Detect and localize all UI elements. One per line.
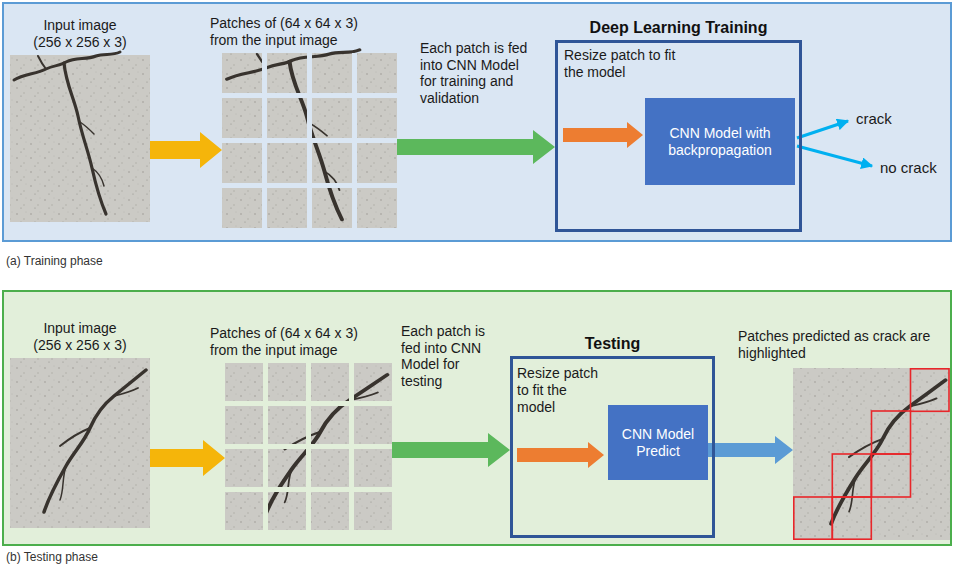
block-arrow xyxy=(150,132,222,168)
class-label: crack xyxy=(856,110,892,128)
model-label: CNN Model with backpropagation xyxy=(651,125,789,159)
box-heading: Deep Learning Training xyxy=(558,18,799,37)
image-heading: Input image (256 x 256 x 3) xyxy=(30,320,130,354)
model-label: CNN Model Predict xyxy=(614,426,702,460)
patch-grid: Patches of (64 x 64 x 3) from the input … xyxy=(225,363,392,530)
cnn-box: CNN Model with backpropagation xyxy=(645,98,795,185)
output-arrow xyxy=(797,146,872,166)
output-arrow xyxy=(797,121,848,138)
model-box: TestingResize patch to fit the modelCNN … xyxy=(510,356,715,538)
concrete-image xyxy=(10,52,150,222)
cnn-box: CNN Model Predict xyxy=(608,405,708,480)
patch-grid-image xyxy=(225,363,392,530)
step-text: Resize patch to fit the model xyxy=(517,365,601,415)
result-image xyxy=(793,368,950,540)
step-text: Resize patch to fit the model xyxy=(564,47,689,81)
model-box: Deep Learning TrainingResize patch to fi… xyxy=(555,40,802,232)
panel-caption: (a) Training phase xyxy=(6,254,103,268)
input-image: Input image (256 x 256 x 3) xyxy=(10,358,150,528)
panel-ground xyxy=(2,2,952,242)
block-arrow xyxy=(392,433,510,467)
concrete-image xyxy=(10,358,150,528)
arrow-label: Each patch is fed into CNN Model for tes… xyxy=(401,323,501,390)
image-heading: Patches predicted as crack are highlight… xyxy=(738,328,938,362)
output-image: Patches predicted as crack are highlight… xyxy=(793,368,950,540)
block-arrow xyxy=(708,436,793,464)
patch-grid: Patches of (64 x 64 x 3) from the input … xyxy=(222,53,397,228)
image-heading: Input image (256 x 256 x 3) xyxy=(30,17,130,51)
phase-panel: (a) Training phaseInput image (256 x 256… xyxy=(2,2,952,242)
panel-caption: (b) Testing phase xyxy=(6,550,98,564)
patch-grid-image xyxy=(222,50,397,228)
block-arrow xyxy=(397,130,555,164)
input-image: Input image (256 x 256 x 3) xyxy=(10,55,150,222)
box-heading: Testing xyxy=(513,334,712,353)
resize-arrow xyxy=(563,122,643,148)
panel-ground xyxy=(2,290,952,546)
class-label: no crack xyxy=(880,159,937,177)
resize-arrow xyxy=(517,442,604,468)
arrow-label: Each patch is fed into CNN Model for tra… xyxy=(420,40,532,107)
block-arrow xyxy=(150,440,225,476)
image-heading: Patches of (64 x 64 x 3) from the input … xyxy=(210,15,380,49)
image-heading: Patches of (64 x 64 x 3) from the input … xyxy=(210,325,380,359)
